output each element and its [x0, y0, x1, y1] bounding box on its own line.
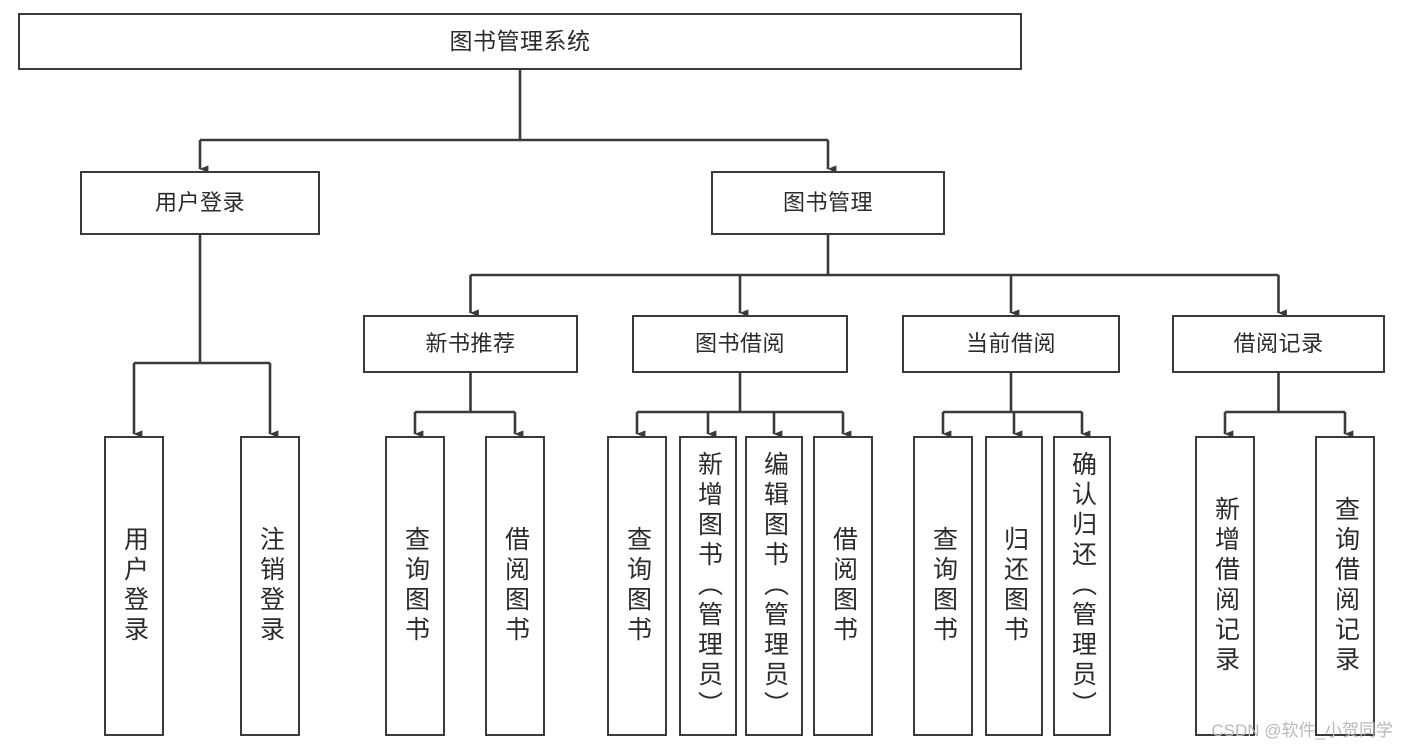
- leaf-confirm-return-label: 确认归还（管理员）: [1068, 451, 1097, 721]
- leaf-user-login[interactable]: 用户登录: [104, 436, 164, 736]
- node-borrow-record[interactable]: 借阅记录: [1172, 315, 1385, 373]
- leaf-logout[interactable]: 注销登录: [240, 436, 300, 736]
- node-new-book-recommend-label: 新书推荐: [425, 331, 516, 357]
- node-root-label: 图书管理系统: [449, 27, 591, 54]
- node-borrow-record-label: 借阅记录: [1233, 331, 1324, 357]
- node-user-login[interactable]: 用户登录: [80, 171, 320, 235]
- leaf-query-book-2[interactable]: 查询图书: [607, 436, 667, 736]
- leaf-borrow-book-2[interactable]: 借阅图书: [813, 436, 873, 736]
- leaf-add-book[interactable]: 新增图书（管理员）: [679, 436, 737, 736]
- node-current-borrow-label: 当前借阅: [965, 331, 1056, 357]
- leaf-return-book-label: 归还图书: [1000, 526, 1029, 646]
- node-book-manage[interactable]: 图书管理: [711, 171, 945, 235]
- node-book-borrow-label: 图书借阅: [694, 331, 785, 357]
- node-book-borrow[interactable]: 图书借阅: [632, 315, 848, 373]
- leaf-query-book-3[interactable]: 查询图书: [913, 436, 973, 736]
- leaf-borrow-book-2-label: 借阅图书: [829, 526, 858, 646]
- leaf-logout-label: 注销登录: [256, 526, 285, 646]
- leaf-borrow-book-1-label: 借阅图书: [501, 526, 530, 646]
- leaf-query-book-1-label: 查询图书: [401, 526, 430, 646]
- node-book-manage-label: 图书管理: [782, 190, 873, 216]
- watermark: CSDN @软件_小贺同学: [1211, 721, 1393, 740]
- leaf-query-record-label: 查询借阅记录: [1331, 496, 1360, 676]
- leaf-user-login-label: 用户登录: [120, 526, 149, 646]
- leaf-return-book[interactable]: 归还图书: [985, 436, 1043, 736]
- leaf-edit-book-label: 编辑图书（管理员）: [760, 451, 789, 721]
- leaf-edit-book[interactable]: 编辑图书（管理员）: [745, 436, 803, 736]
- node-new-book-recommend[interactable]: 新书推荐: [363, 315, 578, 373]
- node-root[interactable]: 图书管理系统: [18, 13, 1022, 70]
- leaf-query-book-1[interactable]: 查询图书: [385, 436, 445, 736]
- leaf-add-record[interactable]: 新增借阅记录: [1195, 436, 1255, 736]
- leaf-add-book-label: 新增图书（管理员）: [694, 451, 723, 721]
- node-user-login-label: 用户登录: [154, 190, 245, 216]
- leaf-add-record-label: 新增借阅记录: [1211, 496, 1240, 676]
- node-current-borrow[interactable]: 当前借阅: [902, 315, 1120, 373]
- leaf-borrow-book-1[interactable]: 借阅图书: [485, 436, 545, 736]
- leaf-confirm-return[interactable]: 确认归还（管理员）: [1053, 436, 1111, 736]
- leaf-query-book-2-label: 查询图书: [623, 526, 652, 646]
- leaf-query-record[interactable]: 查询借阅记录: [1315, 436, 1375, 736]
- leaf-query-book-3-label: 查询图书: [929, 526, 958, 646]
